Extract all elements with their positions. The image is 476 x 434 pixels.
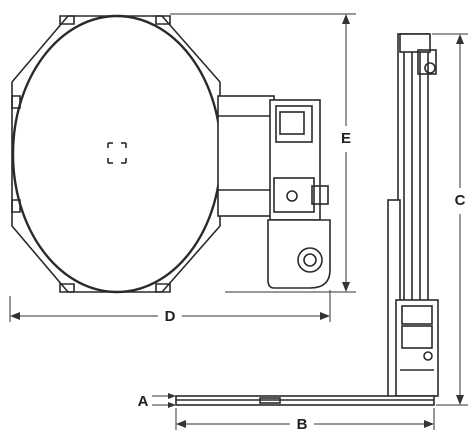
dim-label-a: A — [138, 393, 149, 410]
turntable-outline — [11, 14, 223, 294]
arm-beam — [217, 95, 275, 217]
dim-label-e: E — [341, 130, 351, 147]
dim-e-arrow-top — [342, 14, 350, 24]
turntable-center-mark — [107, 142, 127, 164]
base-corner-brackets — [11, 15, 171, 293]
dim-d-arrow-left — [10, 312, 20, 320]
side-view — [175, 33, 439, 406]
dim-label-b: B — [297, 416, 308, 433]
dimension-lines: E D C A B — [9, 13, 468, 433]
dim-c-arrow-bottom — [456, 395, 464, 405]
dim-a-arrow-top — [168, 393, 176, 399]
dim-b-arrow-left — [176, 420, 186, 428]
dim-e-arrow-bottom — [342, 282, 350, 292]
dim-label-c: C — [455, 192, 466, 209]
dim-label-d: D — [165, 308, 176, 325]
mast-cap — [399, 33, 431, 53]
dim-c-arrow-top — [456, 34, 464, 44]
dim-d-arrow-right — [320, 312, 330, 320]
top-view — [11, 14, 331, 294]
dim-b-arrow-right — [424, 420, 434, 428]
dim-a-arrow-bottom — [168, 402, 176, 408]
